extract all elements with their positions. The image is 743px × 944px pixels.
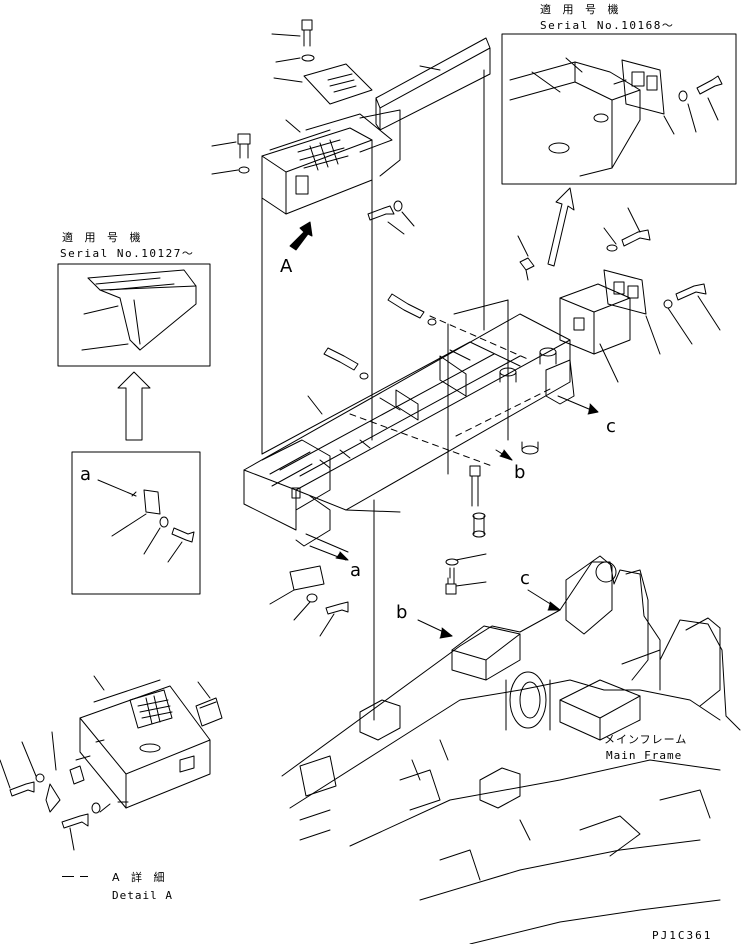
reference-lines xyxy=(349,315,553,467)
drawing-code: PJ1C361 xyxy=(652,929,713,942)
detail-a-en-label: Detail A xyxy=(112,889,173,902)
long-bracket-bar xyxy=(375,37,491,131)
ref-b-frame-label: b xyxy=(396,602,408,623)
right-cover-assembly xyxy=(559,207,721,383)
ref-c-frame-label: c xyxy=(520,568,530,589)
detail-dash-2 xyxy=(80,876,88,877)
ref-a-detail-label: a xyxy=(80,464,92,485)
ref-b-main-label: b xyxy=(514,462,526,483)
ref-c-main-label: c xyxy=(606,416,616,437)
ref-a-main-label: a xyxy=(350,560,362,581)
inset-serial-10127 xyxy=(57,263,211,367)
upper-frame xyxy=(243,235,575,547)
view-a-arrow xyxy=(289,221,313,251)
inset-left-jp-label: 適 用 号 機 xyxy=(62,231,145,244)
main-frame-jp-label: メインフレーム xyxy=(604,733,688,746)
lower-fasteners xyxy=(269,465,487,637)
detail-a-jp-label: A 詳 細 xyxy=(112,871,169,884)
detail-a-assembly xyxy=(0,675,223,851)
arrow-to-inset-left xyxy=(117,371,151,441)
inset-right-serial-label: Serial No.10168～ xyxy=(540,19,675,32)
detail-dash xyxy=(62,876,74,877)
main-frame-en-label: Main Frame xyxy=(606,749,683,762)
guide-lines xyxy=(261,69,509,721)
inset-serial-10168 xyxy=(501,33,737,185)
upper-cover-assembly xyxy=(211,19,415,235)
detail-a-box xyxy=(71,451,201,595)
inset-right-jp-label: 適 用 号 機 xyxy=(540,3,623,16)
main-frame-body xyxy=(281,555,741,944)
view-a-label: A xyxy=(280,256,293,277)
arrow-to-inset-right xyxy=(547,187,575,267)
inset-left-serial-label: Serial No.10127～ xyxy=(60,247,195,260)
